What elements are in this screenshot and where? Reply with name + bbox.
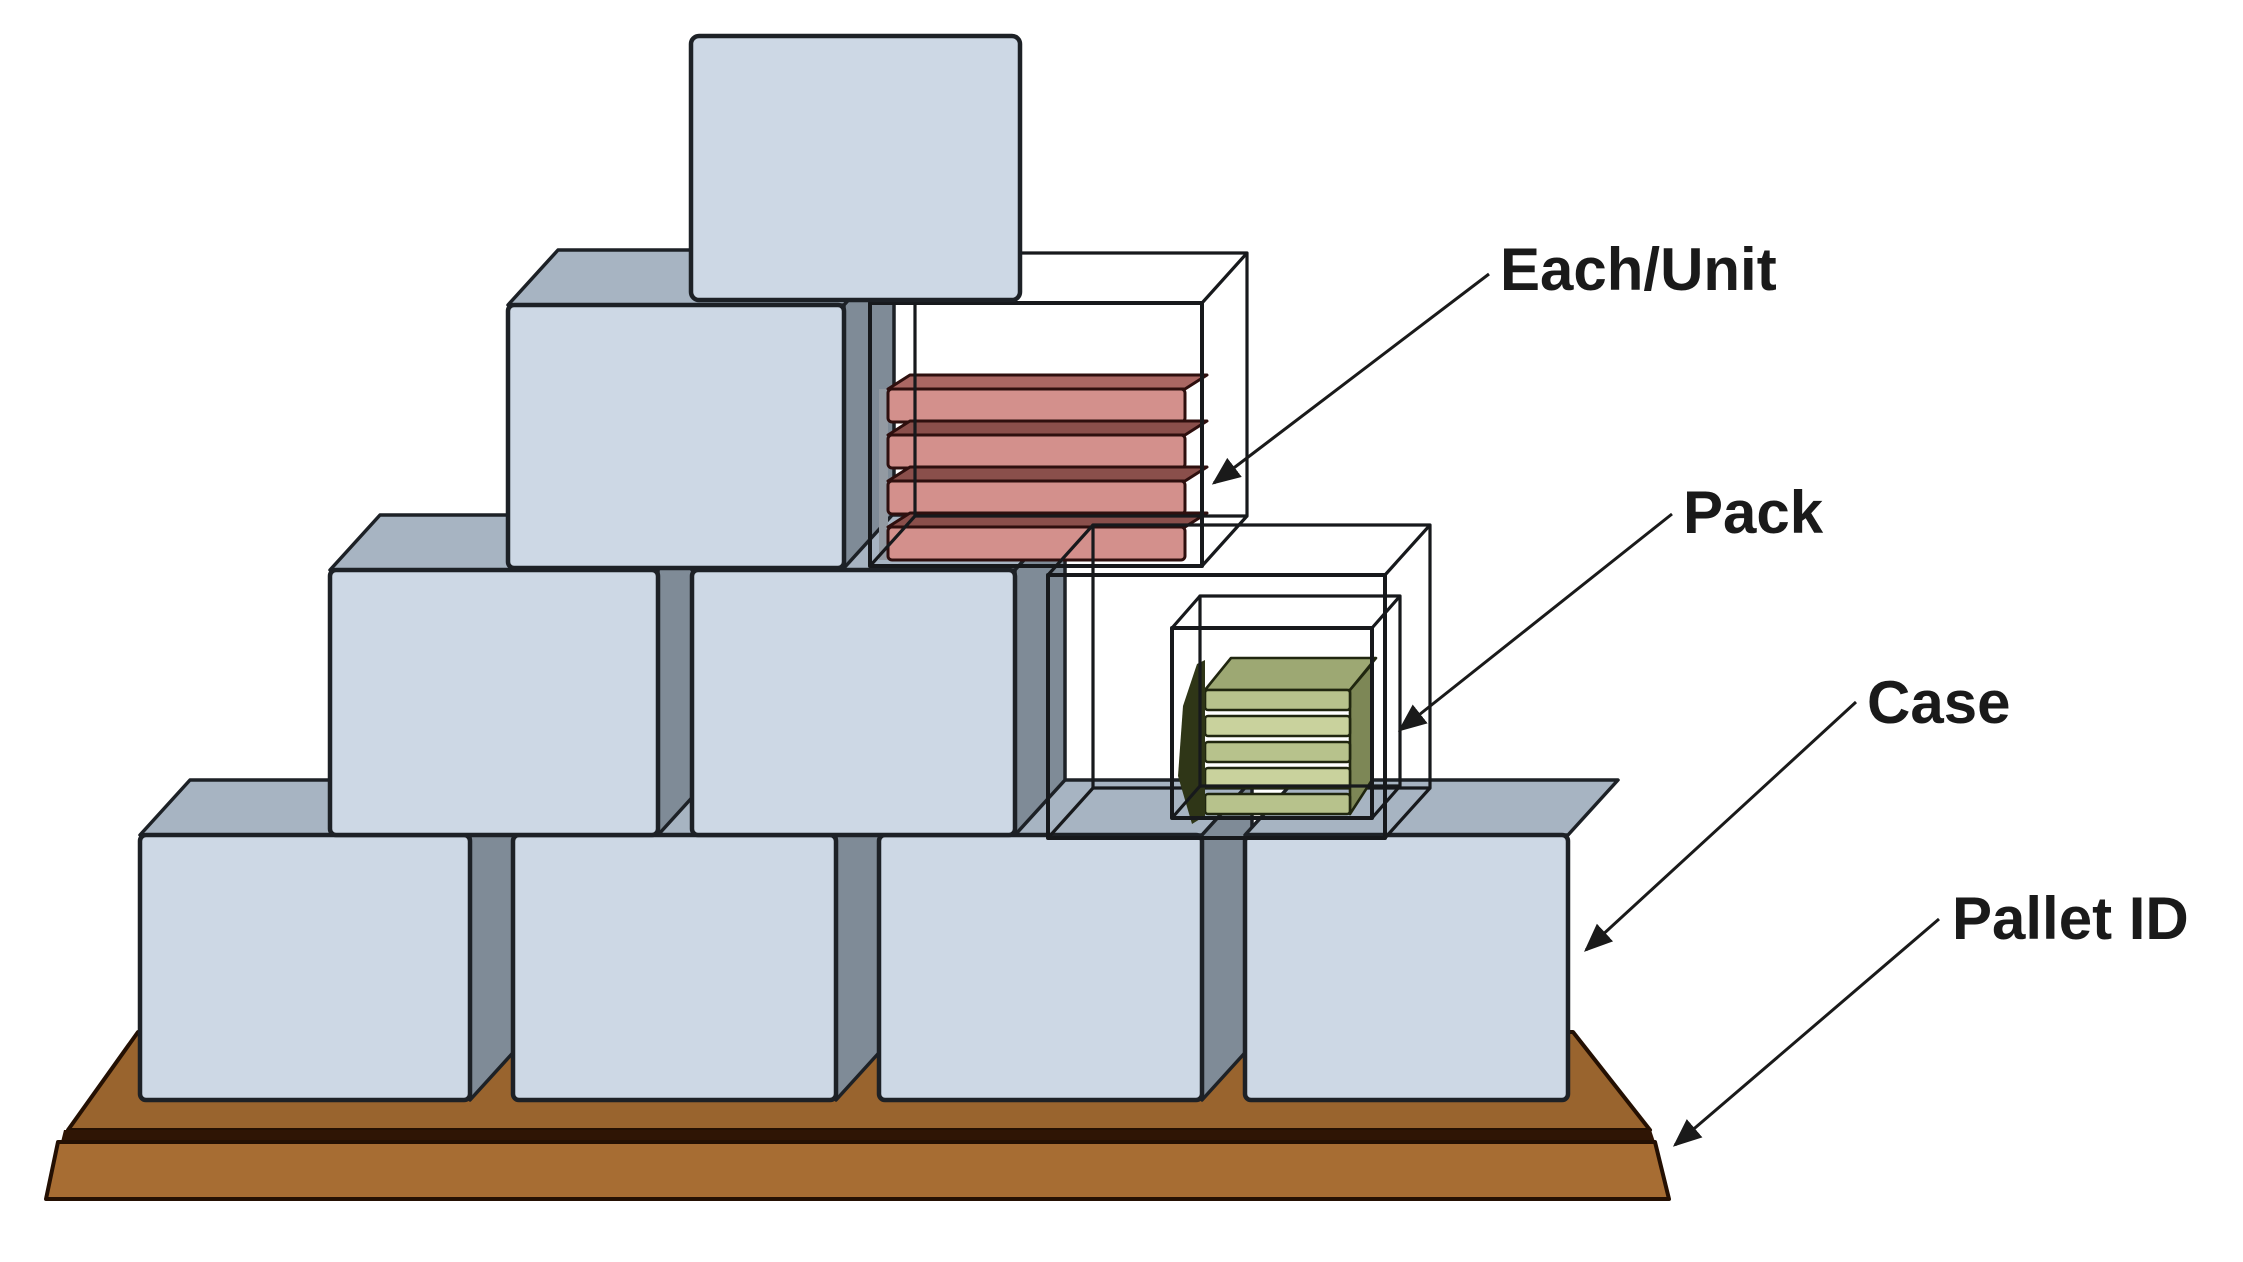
pallet-id-arrow xyxy=(1672,917,1940,1147)
case-front-face xyxy=(688,33,1023,303)
case-row-top xyxy=(688,33,1023,303)
unit-slab-top xyxy=(886,373,1209,391)
wireframe-connectors xyxy=(1170,594,1402,820)
unit-slab-front xyxy=(886,479,1187,516)
wireframe-front xyxy=(868,301,1204,568)
unit-slab-front xyxy=(886,433,1187,470)
pack-slab-front xyxy=(1203,740,1352,764)
unit-stack-left-end xyxy=(879,389,888,560)
leader-arrows xyxy=(1211,272,1940,1147)
unit-slab-front xyxy=(886,525,1187,562)
pack-arrow xyxy=(1397,512,1673,732)
unit-slab-top xyxy=(886,465,1209,483)
pack-top-face xyxy=(1203,656,1378,692)
pack-slab-front xyxy=(1203,792,1352,816)
wireframe-front xyxy=(1046,573,1387,840)
wireframe-front xyxy=(1170,626,1374,820)
unit-slab-front xyxy=(886,387,1187,424)
wireframe-back xyxy=(913,251,1249,518)
pallet-base xyxy=(44,1140,1671,1201)
case-front-face xyxy=(510,832,839,1103)
each-unit-arrow xyxy=(1211,272,1490,485)
case-arrow xyxy=(1584,700,1858,952)
pallet-divider xyxy=(61,1130,1655,1142)
labels: Each/Unit Pack Case Pallet ID xyxy=(1500,236,2189,952)
each-unit-stack xyxy=(879,373,1209,562)
pack-left-end-stack xyxy=(1178,660,1205,824)
unit-slab-top xyxy=(886,419,1209,437)
each-unit-label: Each/Unit xyxy=(1500,236,1777,303)
wireframe-connectors xyxy=(1046,523,1432,840)
case-box-target xyxy=(1242,778,1620,1103)
case-front-face xyxy=(1242,832,1571,1103)
case-front-face xyxy=(689,567,1018,838)
pack-slab-front xyxy=(1203,714,1352,738)
case-label: Case xyxy=(1867,669,2010,736)
pack-label: Pack xyxy=(1683,479,1824,546)
case-front-face xyxy=(137,832,473,1103)
case-front-face xyxy=(505,302,847,571)
pack-slab-front xyxy=(1203,688,1352,712)
pallet-id-label: Pallet ID xyxy=(1952,885,2189,952)
transparent-box-pack xyxy=(1170,594,1402,820)
case-front-face xyxy=(327,567,661,838)
case-row-bottom xyxy=(137,778,1620,1103)
wireframe-back xyxy=(1198,594,1402,788)
case-front-face xyxy=(876,832,1205,1103)
pack-stack xyxy=(1178,656,1378,824)
